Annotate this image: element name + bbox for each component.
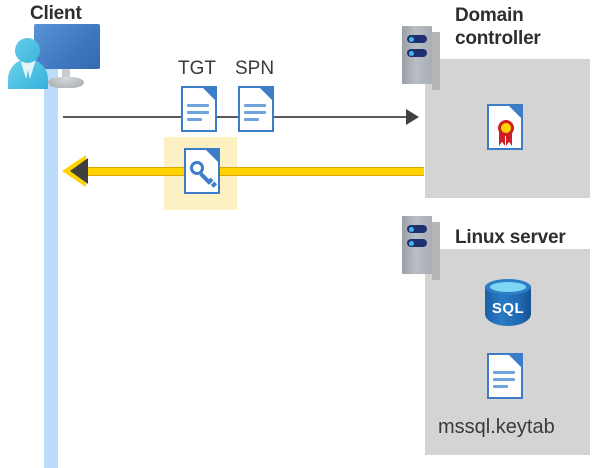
rack-shadow bbox=[432, 222, 440, 280]
monitor-base-icon bbox=[48, 77, 84, 88]
key-glyph-icon bbox=[190, 161, 217, 188]
keytab-label: mssql.keytab bbox=[438, 416, 555, 438]
monitor-neck-icon bbox=[62, 69, 70, 79]
certificate-ribbon-right bbox=[506, 131, 512, 146]
rack-led-top bbox=[407, 35, 427, 43]
key-document-icon bbox=[184, 148, 220, 194]
response-arrow-line bbox=[84, 167, 424, 176]
spn-label: SPN bbox=[235, 58, 275, 79]
person-head-icon bbox=[15, 38, 40, 63]
monitor-screen-icon bbox=[34, 24, 100, 69]
request-arrow-head bbox=[406, 109, 419, 125]
keytab-document-icon bbox=[487, 353, 523, 399]
certificate-ribbon-left bbox=[499, 131, 505, 146]
server-rack-icon-linux-server bbox=[402, 216, 440, 280]
tgt-label: TGT bbox=[178, 58, 216, 79]
user-monitor-icon bbox=[8, 24, 102, 89]
linux-server-title: Linux server bbox=[455, 227, 566, 248]
domain-controller-title: Domain controller bbox=[455, 5, 541, 49]
document-lines bbox=[493, 371, 515, 392]
rack-led-top bbox=[407, 225, 427, 233]
request-arrow-line bbox=[63, 116, 408, 118]
client-lifeline bbox=[44, 60, 58, 468]
client-title: Client bbox=[30, 3, 82, 24]
server-rack-icon-domain-controller bbox=[402, 26, 440, 90]
certificate-icon bbox=[487, 104, 523, 150]
sql-database-icon: SQL bbox=[482, 278, 534, 334]
rack-shadow bbox=[432, 32, 440, 90]
rack-led-bottom bbox=[407, 239, 427, 247]
document-page bbox=[238, 86, 274, 132]
document-lines bbox=[244, 104, 266, 125]
spn-document-icon bbox=[238, 86, 274, 132]
certificate-seal bbox=[498, 120, 514, 136]
sql-label: SQL bbox=[491, 300, 525, 317]
document-lines bbox=[187, 104, 209, 125]
response-arrow-head bbox=[70, 158, 88, 184]
key-ring bbox=[190, 161, 204, 175]
sql-cylinder-top-inner bbox=[490, 282, 526, 292]
rack-led-bottom bbox=[407, 49, 427, 57]
tgt-document-icon bbox=[181, 86, 217, 132]
certificate-seal-icon bbox=[496, 120, 516, 146]
